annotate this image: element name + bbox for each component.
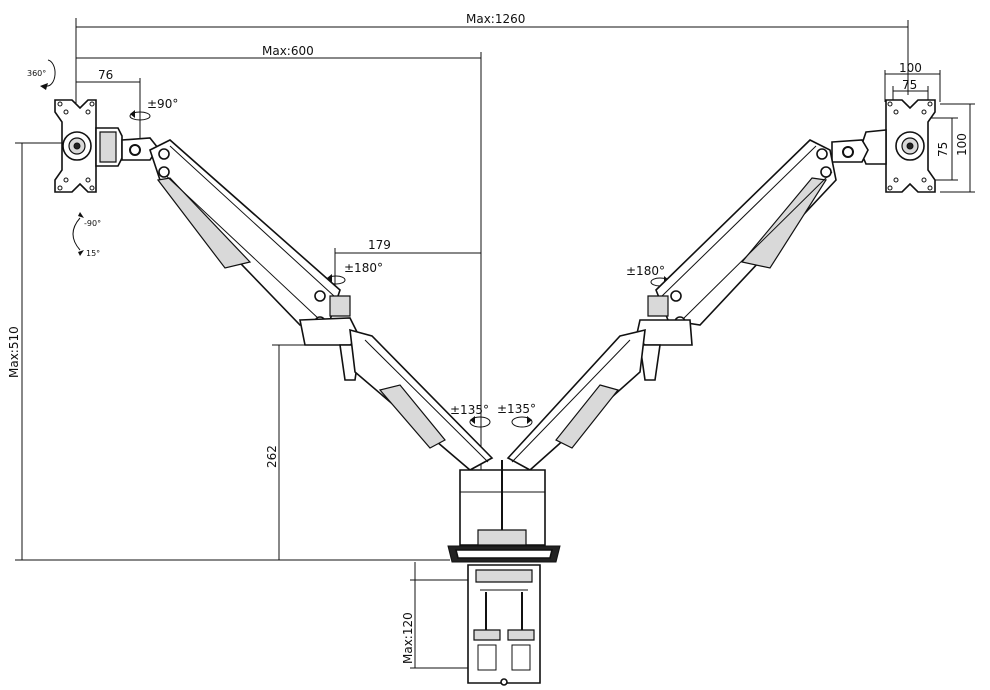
dim-vesa-75-top: 75 xyxy=(902,78,917,92)
left-vesa-plate xyxy=(54,99,159,193)
rot-360: 360° xyxy=(27,69,46,78)
pole-and-base xyxy=(447,460,561,563)
dim-max-510: Max:510 xyxy=(7,326,21,378)
dim-vesa-100-side: 100 xyxy=(955,133,969,156)
rot-elbow-right: ±180° xyxy=(626,264,665,278)
dim-262: 262 xyxy=(265,445,279,468)
rot-base-right: ±135° xyxy=(497,402,536,416)
rot-tilt-up: 15° xyxy=(86,249,100,258)
rot-tilt-90: ±90° xyxy=(147,97,178,111)
rot-base-left: ±135° xyxy=(450,403,489,417)
dim-max-600: Max:600 xyxy=(262,44,314,58)
desk-clamp xyxy=(467,564,541,686)
dim-max-1260: Max:1260 xyxy=(466,12,525,26)
rot-tilt-down: -90° xyxy=(84,219,101,228)
left-arm xyxy=(149,139,494,471)
dim-vesa-75-side: 75 xyxy=(936,142,950,157)
dim-max-120: Max:120 xyxy=(401,612,415,664)
right-vesa-plate xyxy=(831,99,936,193)
dim-76: 76 xyxy=(98,68,113,82)
right-arm xyxy=(506,139,837,471)
dim-179: 179 xyxy=(368,238,391,252)
dim-vesa-100-top: 100 xyxy=(899,61,922,75)
rot-elbow-left: ±180° xyxy=(344,261,383,275)
